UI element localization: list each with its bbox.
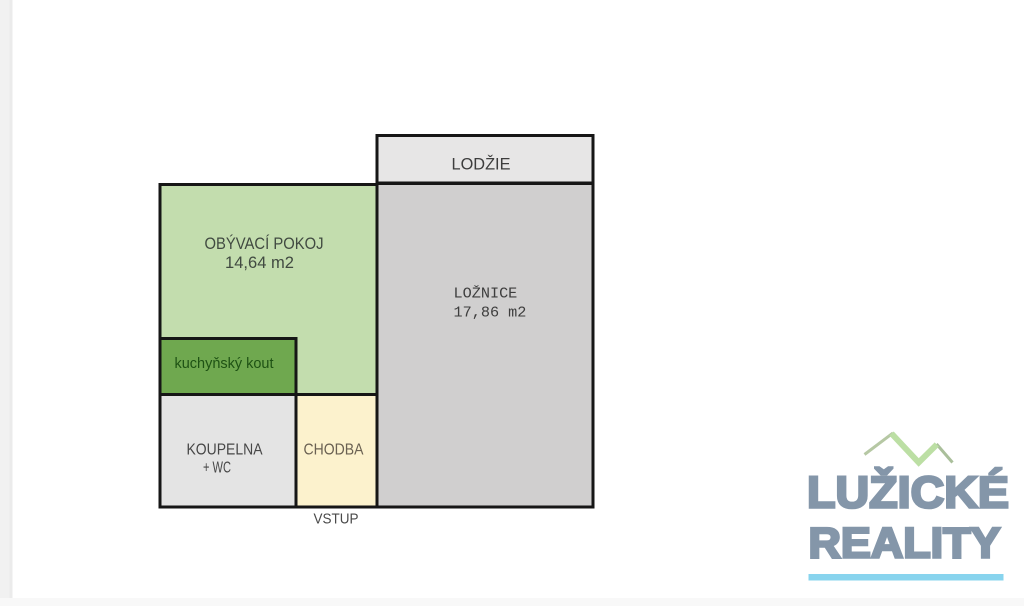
svg-text:LODŽIE: LODŽIE bbox=[452, 155, 511, 174]
svg-text:LUŽICKÉ: LUŽICKÉ bbox=[807, 468, 1009, 518]
svg-text:14,64 m2: 14,64 m2 bbox=[225, 253, 294, 272]
svg-text:+ WC: + WC bbox=[203, 460, 231, 477]
svg-text:KOUPELNA: KOUPELNA bbox=[187, 442, 263, 459]
svg-text:17,86 m2: 17,86 m2 bbox=[454, 304, 527, 322]
svg-text:VSTUP: VSTUP bbox=[314, 511, 359, 528]
svg-text:LOŽNICE: LOŽNICE bbox=[454, 285, 518, 303]
svg-text:kuchyňský kout: kuchyňský kout bbox=[175, 355, 275, 372]
svg-text:OBÝVACÍ POKOJ: OBÝVACÍ POKOJ bbox=[205, 234, 324, 253]
svg-text:REALITY: REALITY bbox=[809, 521, 1001, 568]
svg-text:CHODBA: CHODBA bbox=[304, 442, 365, 459]
